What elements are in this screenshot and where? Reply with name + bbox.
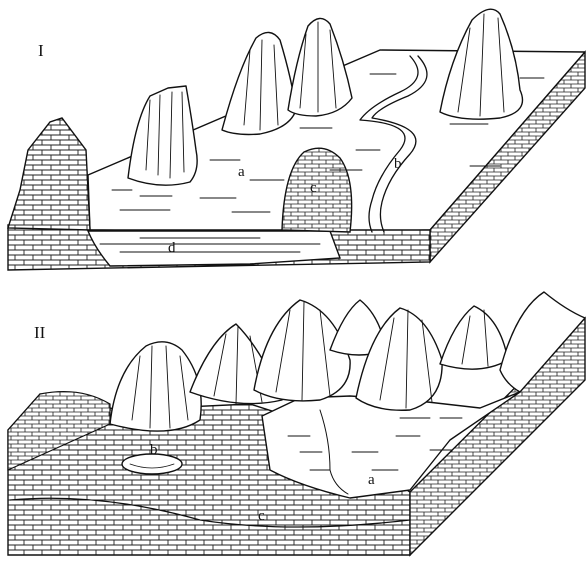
panel-i-label-b: b [394,156,402,172]
panel-i-numeral: I [38,41,44,60]
panel-ii-numeral: II [34,323,46,342]
panel-ii-label-a: a [368,472,375,488]
panel-i-label-c: c [310,180,317,196]
panel-i-left-cliff [8,118,90,230]
panel-i-tower-left [128,86,197,185]
panel-ii-block-diagram: II a b c [8,292,585,555]
panel-ii-label-b: b [150,442,158,458]
panel-i-tower-mid-left [222,32,296,134]
panel-i-tower-right [440,9,523,119]
panel-i-label-d: d [168,240,176,256]
panel-i-tower-mid-right [288,18,352,116]
panel-i-cave-d [88,231,340,266]
panel-i-label-a: a [238,164,245,180]
panel-ii-label-c: c [258,508,265,524]
panel-i-block-diagram: I a b c d [8,9,585,270]
panel-ii-cone-6 [440,306,508,369]
